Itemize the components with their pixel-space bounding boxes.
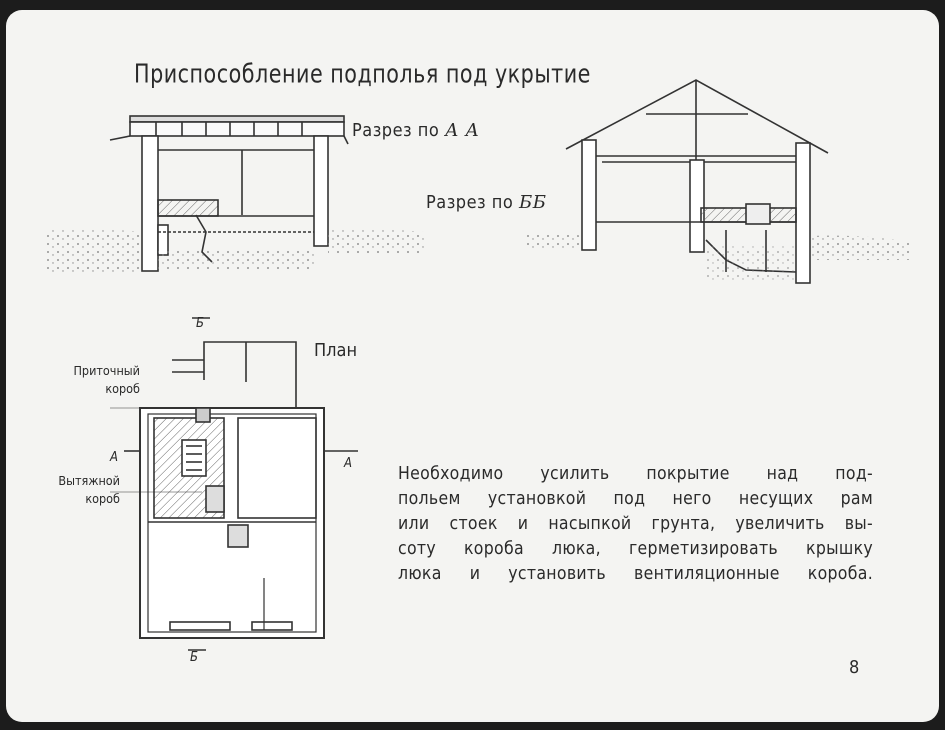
supply-duct-label: Приточный короб — [73, 363, 140, 396]
instruction-line: польем установкой под него несущих рам — [398, 489, 873, 509]
plan-label: План — [314, 340, 358, 361]
exhaust-duct-label: Вытяжной короб — [58, 473, 120, 506]
marker-a-left: А — [110, 450, 118, 465]
instruction-line: люка и установить вентиляционные короба. — [398, 564, 873, 584]
section-bb-drawing — [526, 79, 911, 284]
slide-title: Приспособление подполья под укрытие — [134, 60, 591, 90]
instruction-line: Необходимо усилить покрытие над под- — [398, 464, 873, 484]
instruction-text: Необходимо усилить покрытие над под- пол… — [398, 462, 873, 587]
section-bb-prefix: Разрез по — [426, 192, 514, 213]
plan-drawing — [110, 317, 358, 651]
slide: Приспособление подполья под укрытие Разр… — [6, 10, 939, 722]
instruction-line: или стоек и насыпкой грунта, увеличить в… — [398, 514, 873, 534]
drawings — [46, 79, 911, 651]
instruction-line: соту короба люка, герметизировать крышку — [398, 539, 873, 559]
section-bb-label: Разрез по ББ — [426, 192, 546, 213]
section-bb-suffix: ББ — [518, 192, 547, 213]
section-aa-label: Разрез по А А — [352, 120, 479, 141]
section-aa-prefix: Разрез по — [352, 120, 440, 141]
section-aa-suffix: А А — [444, 120, 480, 141]
section-aa-drawing — [46, 115, 424, 272]
marker-a-right: А — [344, 456, 352, 471]
page-number: 8 — [849, 657, 860, 678]
marker-b-top: Б — [196, 316, 205, 331]
marker-b-bottom: Б — [190, 650, 199, 665]
